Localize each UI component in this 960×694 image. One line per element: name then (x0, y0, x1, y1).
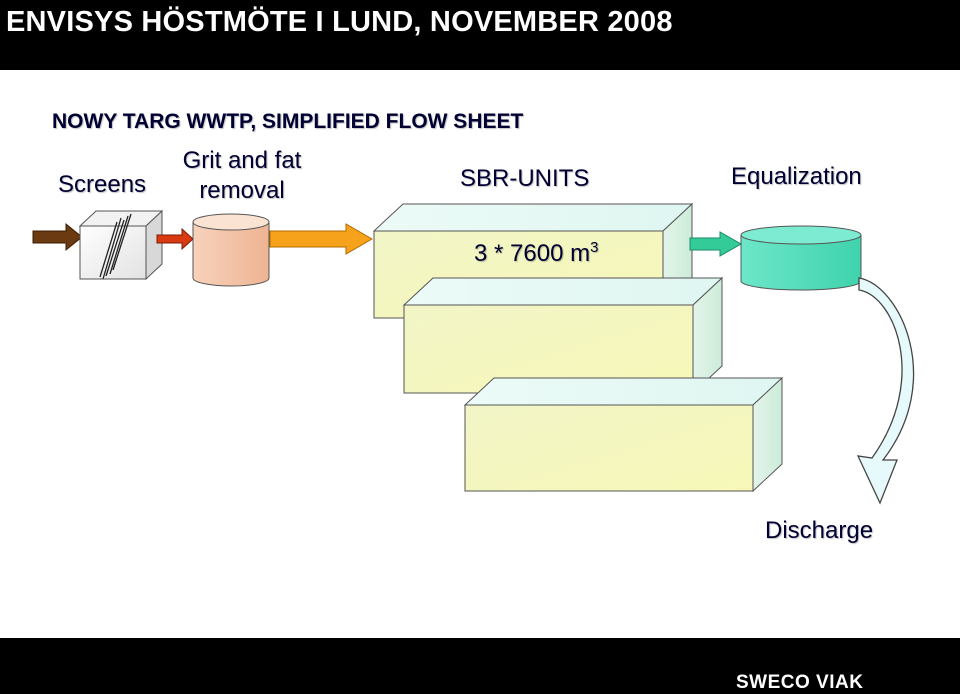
equalization-tank (740, 225, 862, 291)
arrow-to-equalization (689, 231, 743, 257)
page-title: ENVISYS HÖSTMÖTE I LUND, NOVEMBER 2008 (6, 6, 673, 38)
sbr-volume-label: 3 * 7600 m3 (474, 239, 598, 268)
footer-bar (0, 638, 960, 694)
screens-unit (78, 209, 164, 281)
grit-removal-label: Grit and fat removal (170, 146, 314, 206)
screen-bars-icon (99, 213, 132, 280)
grit-tank (192, 213, 270, 287)
grit-label-line-2: removal (199, 177, 285, 204)
arrow-to-grit (156, 227, 194, 251)
discharge-arrow (856, 277, 915, 505)
sbr-unit-2 (402, 276, 724, 395)
screens-label: Screens (58, 171, 147, 198)
grit-label-line-1: Grit and fat (182, 147, 302, 174)
sbr-volume-exponent: 3 (590, 239, 599, 256)
sbr-volume-value: 3 * 7600 m (474, 240, 591, 267)
arrow-to-sbr (269, 223, 374, 255)
sbr-unit-3 (463, 376, 784, 493)
sbr-units-label: SBR-UNITS (460, 165, 590, 192)
header-bar: ENVISYS HÖSTMÖTE I LUND, NOVEMBER 2008 (0, 0, 960, 70)
brand-name: SWECO VIAK (736, 672, 864, 693)
discharge-label: Discharge (765, 517, 874, 544)
flow-sheet-title: NOWY TARG WWTP, SIMPLIFIED FLOW SHEET (52, 110, 524, 133)
equalization-label: Equalization (731, 163, 862, 190)
inlet-arrow (32, 222, 83, 252)
